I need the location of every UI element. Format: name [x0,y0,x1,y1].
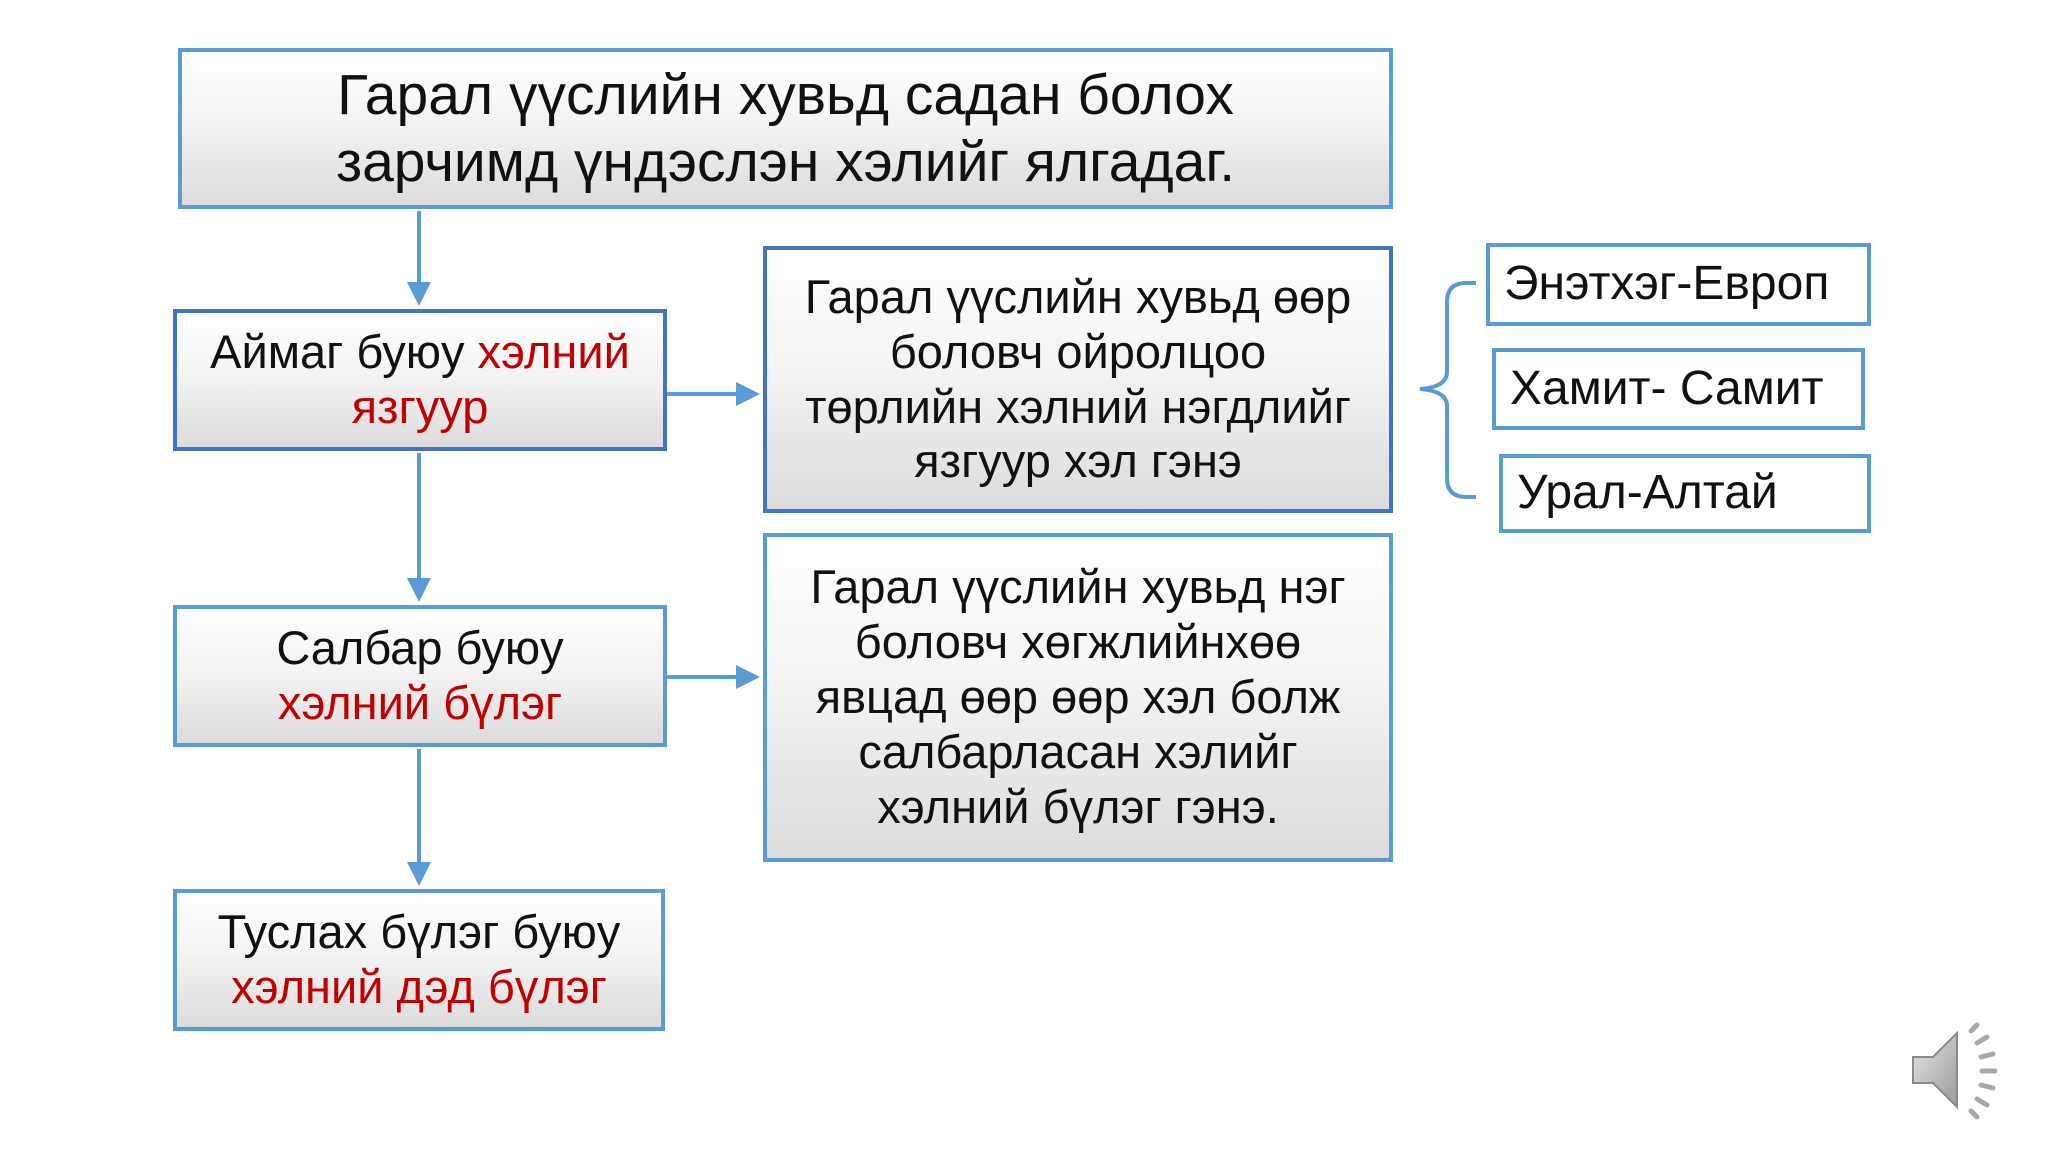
branch-definition-line: салбарласан хэлийг [858,724,1298,778]
example-indo-european-box: Энэтхэг-Европ [1486,243,1871,326]
language-branch-term: хэлний бүлэг [277,676,563,729]
example-hamito-semitic-box: Хамит- Самит [1492,348,1865,430]
examples-brace [1419,281,1476,499]
language-family-term-part-1: хэлний [477,325,630,379]
language-branch-label: Салбар буюу [276,621,564,675]
main-principle-line-1: Гарал үүслийн хувьд садан болох [337,62,1234,127]
language-family-line-1: Аймаг буюу хэлний [210,325,630,380]
example-hamito-semitic-label: Хамит- Самит [1510,361,1824,415]
family-definition-line: төрлийн хэлний нэгдлийг [804,379,1351,433]
language-branch-box: Салбар буюу хэлний бүлэг [173,605,667,747]
language-family-term-part-2: язгуур [351,380,489,433]
language-subgroup-label: Туслах бүлэг буюу [217,905,621,959]
branch-definition-box: Гарал үүслийн хувьд нэг боловч хөгжлийнх… [763,533,1393,862]
speaker-icon[interactable] [1905,1015,2015,1130]
family-definition-line: боловч ойролцоо [889,324,1267,378]
main-principle-line-2: зарчимд үндэслэн хэлийг ялгадаг. [335,129,1236,194]
branch-definition-line: Гарал үүслийн хувьд нэг [810,560,1346,614]
family-definition-line: язгуур хэл гэнэ [914,434,1242,488]
branch-definition-line: явцад өөр өөр хэл болж [815,670,1341,723]
branch-definition-line: хэлний бүлэг гэнэ. [877,779,1279,833]
main-principle-box: Гарал үүслийн хувьд садан болох зарчимд … [178,48,1393,209]
example-indo-european-label: Энэтхэг-Европ [1504,257,1830,311]
language-family-label: Аймаг буюу [210,325,478,379]
language-subgroup-term: хэлний дэд бүлэг [231,960,607,1013]
branch-definition-line: боловч хөгжлийнхөө [854,615,1302,669]
example-ural-altaic-label: Урал-Алтай [1517,466,1778,520]
language-family-box: Аймаг буюу хэлний язгуур [173,309,667,451]
example-ural-altaic-box: Урал-Алтай [1499,454,1871,533]
family-definition-line: Гарал үүслийн хувьд өөр [804,269,1352,323]
family-definition-box: Гарал үүслийн хувьд өөр боловч ойролцоо … [763,246,1393,513]
language-subgroup-box: Туслах бүлэг буюу хэлний дэд бүлэг [173,889,665,1031]
